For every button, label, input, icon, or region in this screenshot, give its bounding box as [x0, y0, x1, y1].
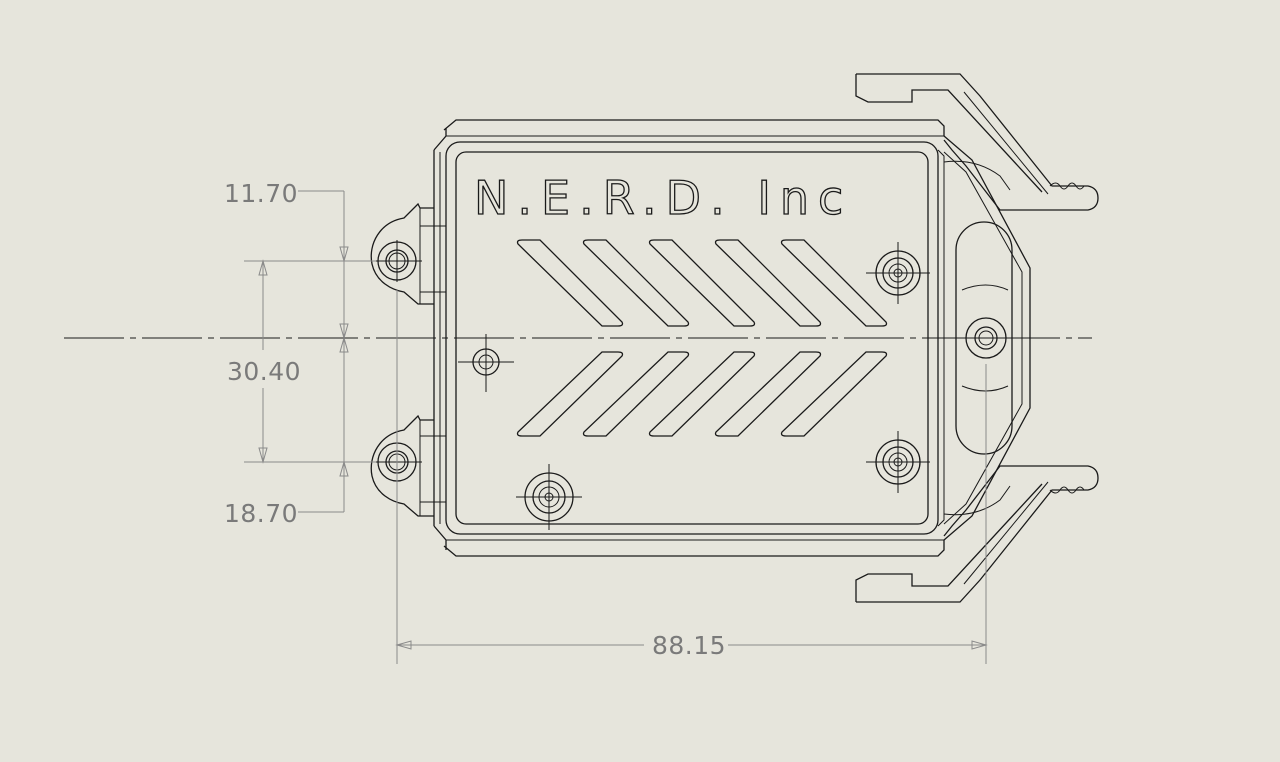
- logo-text: N.E.R.D. Inc: [474, 171, 852, 225]
- screw-hole-top-right: [866, 242, 930, 304]
- screw-hole-center-left: [458, 334, 514, 392]
- vertical-dimensions: [244, 190, 376, 513]
- screw-hole-bottom-left: [516, 464, 582, 530]
- enclosure-body: [433, 119, 945, 557]
- vent-slots-lower: [516, 351, 888, 437]
- dim-bottom-offset: 18.70: [224, 499, 298, 528]
- dim-top-offset: 11.70: [224, 179, 298, 208]
- vent-slots-upper: [516, 239, 888, 327]
- left-mounting-tabs: [370, 202, 446, 517]
- lower-clip-arm: [855, 465, 1099, 603]
- horizontal-dimension: [395, 290, 988, 664]
- upper-clip-arm: [855, 73, 1099, 211]
- right-nose-cap: [943, 135, 1031, 541]
- screw-hole-bottom-right: [866, 431, 930, 493]
- dim-hole-spacing: 30.40: [227, 357, 301, 386]
- left-hole-upper: [372, 240, 422, 282]
- dim-overall-length: 88.15: [652, 631, 726, 660]
